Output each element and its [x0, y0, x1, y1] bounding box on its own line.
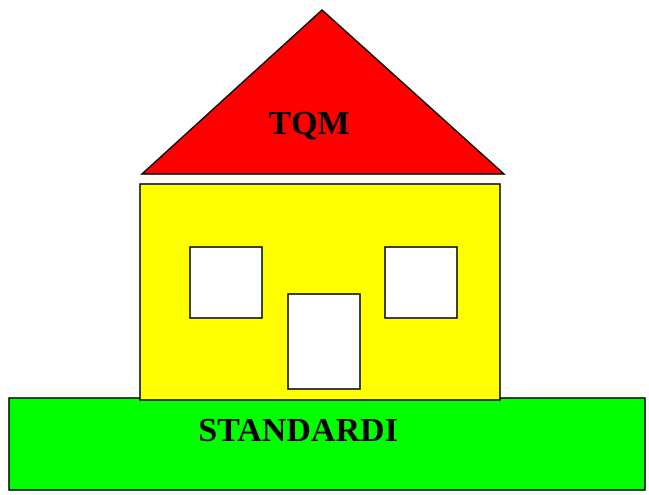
roof-label: TQM: [268, 105, 349, 142]
door: [288, 294, 360, 389]
right-window: [385, 247, 457, 318]
ground-label: STANDARDI: [198, 412, 398, 449]
left-window: [190, 247, 262, 318]
roof: [142, 10, 504, 174]
